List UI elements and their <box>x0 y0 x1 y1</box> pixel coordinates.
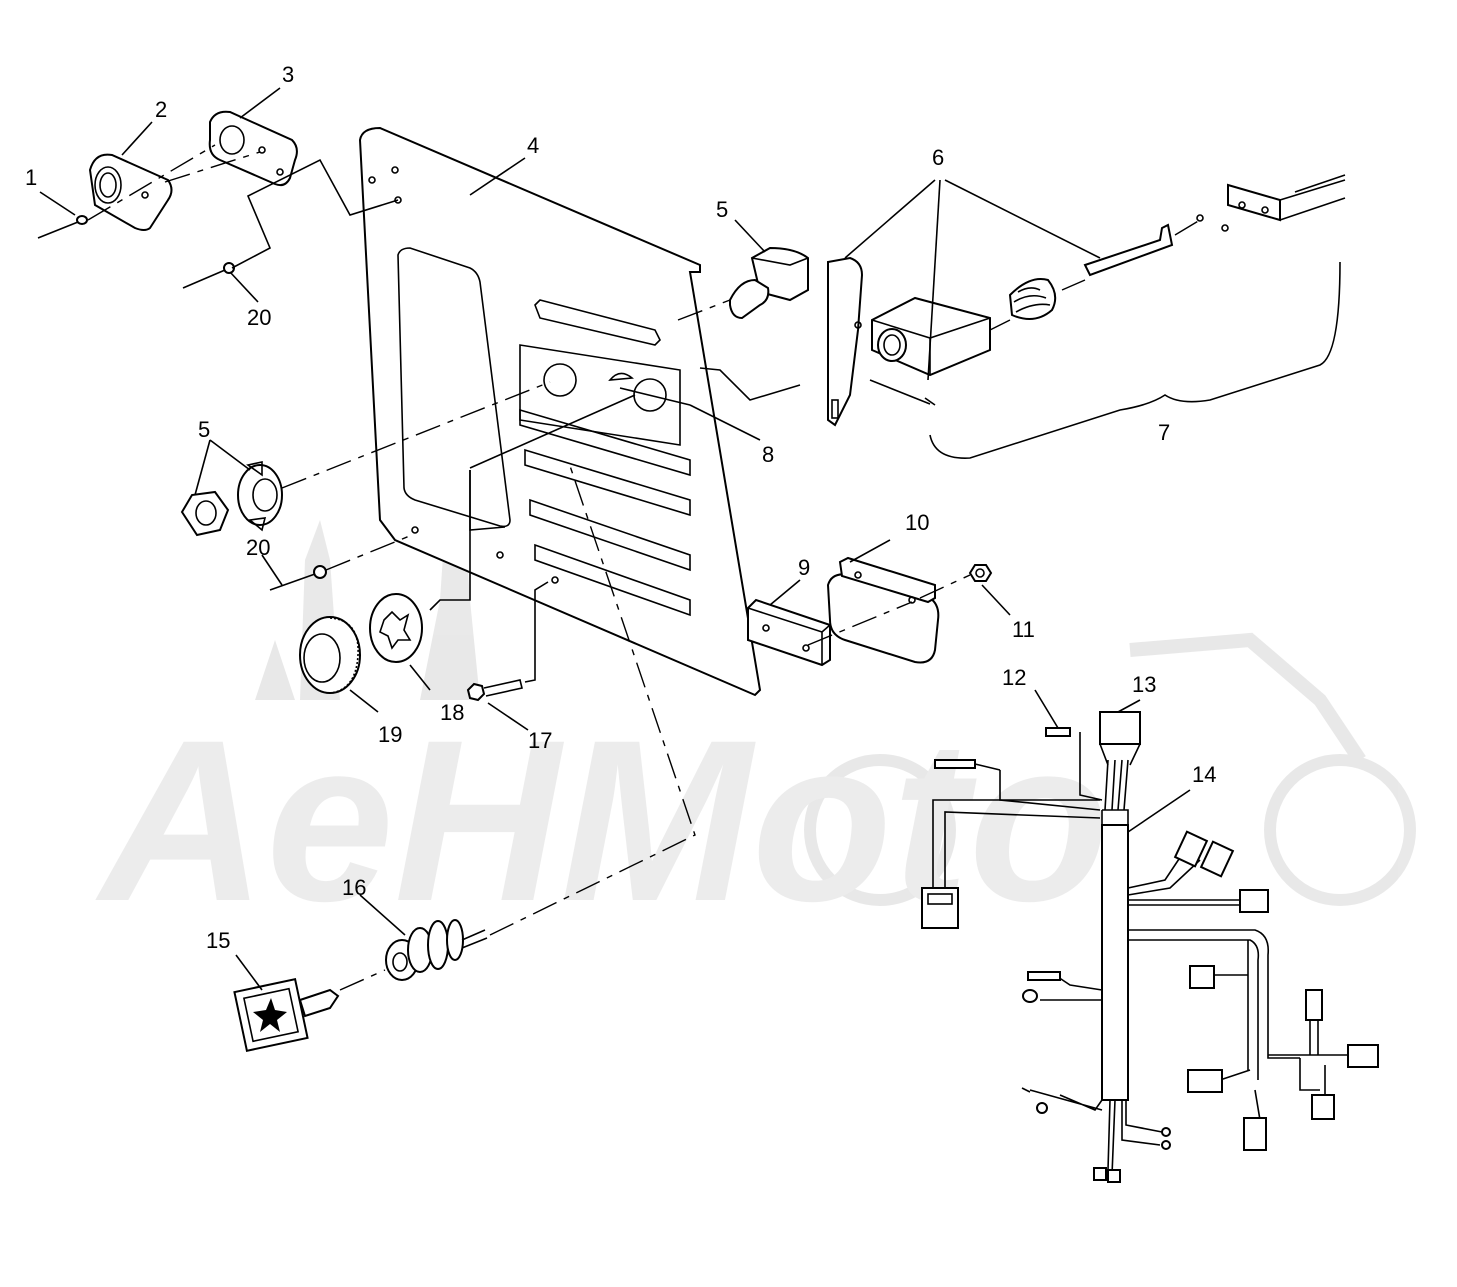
leader-lines-6 <box>844 179 1101 381</box>
callout-2: 2 <box>155 97 167 122</box>
ring-nut-part-19 <box>299 616 361 694</box>
callout-18: 18 <box>440 700 464 725</box>
cover-part-10 <box>826 556 940 664</box>
toggle-switch-part-5 <box>729 246 809 320</box>
bezel-part-2 <box>88 153 173 231</box>
callout-8: 8 <box>762 442 774 467</box>
callout-5-switch: 5 <box>716 197 728 222</box>
leader-lines <box>39 87 1191 991</box>
callout-1: 1 <box>25 165 37 190</box>
screw-part-20-top <box>182 262 235 289</box>
callout-6: 6 <box>932 145 944 170</box>
lock-assembly-part-7 <box>827 174 1346 459</box>
callout-5-nut: 5 <box>198 417 210 442</box>
callout-20-bottom: 20 <box>246 535 270 560</box>
callout-20-top: 20 <box>247 305 271 330</box>
callout-3: 3 <box>282 62 294 87</box>
callout-17: 17 <box>528 728 552 753</box>
callout-12: 12 <box>1002 665 1026 690</box>
callout-19: 19 <box>378 722 402 747</box>
callouts: 1 2 3 4 5 5 6 7 8 9 10 11 12 13 14 15 16… <box>25 62 1216 953</box>
callout-13: 13 <box>1132 672 1156 697</box>
screw-part-20-bottom <box>269 565 327 591</box>
nut-part-11 <box>968 564 993 582</box>
callout-7: 7 <box>1158 420 1170 445</box>
ignition-switch-part-16 <box>385 919 488 981</box>
callout-14: 14 <box>1192 762 1216 787</box>
callout-11: 11 <box>1012 617 1035 642</box>
screw-part-1 <box>37 215 88 239</box>
callout-16: 16 <box>342 875 366 900</box>
key-part-15 <box>233 978 340 1052</box>
lock-washer-part-18 <box>369 593 423 663</box>
callout-15: 15 <box>206 928 230 953</box>
callout-9: 9 <box>798 555 810 580</box>
bolt-part-17 <box>466 679 523 702</box>
nut-washer-part-5 <box>180 461 283 537</box>
panel-part-4 <box>358 126 762 697</box>
callout-4: 4 <box>527 133 539 158</box>
bracket-part-9 <box>747 598 831 667</box>
callout-10: 10 <box>905 510 929 535</box>
plate-part-3 <box>208 110 298 187</box>
wiring-harness-part-14 <box>921 711 1379 1183</box>
